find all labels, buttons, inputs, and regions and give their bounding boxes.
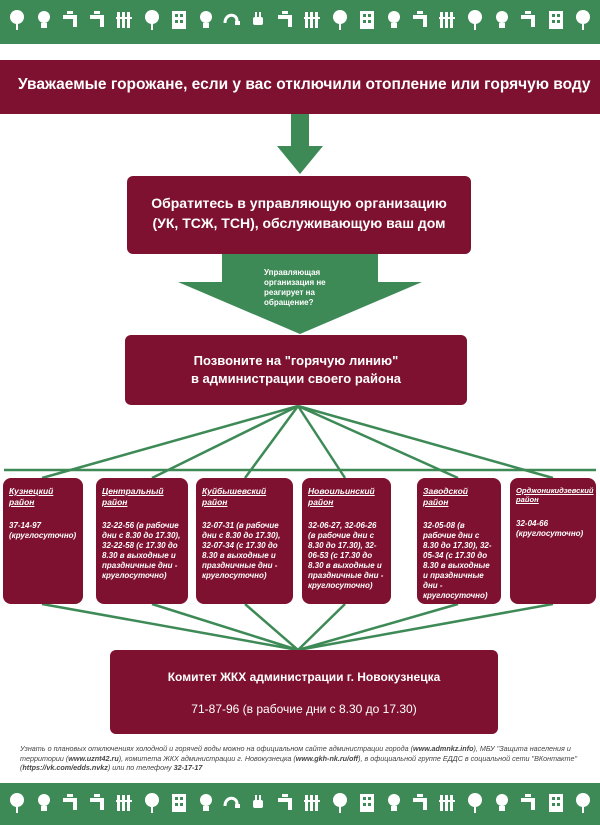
faucet-icon	[87, 8, 109, 32]
building-icon	[356, 791, 378, 815]
tree-icon	[464, 791, 486, 815]
faucet-icon	[60, 8, 82, 32]
bulb-icon	[195, 791, 217, 815]
faucet-icon	[60, 791, 82, 815]
arrow-question-text: Управляющая организация не реагирует на …	[264, 268, 326, 307]
tree-icon	[6, 791, 28, 815]
top-decor-band	[0, 0, 600, 44]
footnote: Узнать о плановых отключениях холодной и…	[20, 744, 578, 773]
tree-icon	[572, 8, 594, 32]
radiator-icon	[114, 8, 136, 32]
building-icon	[168, 8, 190, 32]
faucet-icon	[518, 8, 540, 32]
district-zavodskoy: Заводской район 32-05-08 (в рабочие дни …	[417, 478, 501, 604]
committee-title: Комитет ЖКХ администрации г. Новокузнецк…	[167, 670, 441, 684]
faucet-icon	[87, 791, 109, 815]
fan-lines	[4, 404, 596, 652]
bottom-decor-band	[0, 783, 600, 825]
plug-icon	[248, 791, 270, 815]
faucet-icon	[410, 8, 432, 32]
district-novoilinsky: Новоильинский район 32-06-27, 32-06-26 (…	[302, 478, 391, 604]
header-banner: Уважаемые горожане, если у вас отключили…	[0, 60, 600, 114]
building-icon	[545, 8, 567, 32]
tree-icon	[6, 8, 28, 32]
district-kuibyshevsky: Куйбышевский район 32-07-31 (в рабочие д…	[196, 478, 293, 604]
bulb-icon	[383, 791, 405, 815]
faucet-icon	[410, 791, 432, 815]
faucet-icon	[275, 8, 297, 32]
bulb-icon	[33, 8, 55, 32]
tree-icon	[141, 8, 163, 32]
district-ordzhonikidzevsky: Орджоникидзевский район 32-04-66 (кругло…	[510, 478, 596, 604]
arrow-down-1	[277, 114, 323, 174]
site-link-admnkz[interactable]: www.admnkz.info	[413, 744, 474, 753]
step2-box: Позвоните на "горячую линию" в администр…	[125, 335, 467, 405]
pipe-icon	[222, 8, 244, 32]
site-link-uznt42[interactable]: www.uznt42.ru	[68, 753, 119, 763]
faucet-icon	[275, 791, 297, 815]
site-link-vk[interactable]: https://vk.com/edds.nvkz	[22, 763, 108, 773]
radiator-icon	[437, 8, 459, 32]
radiator-icon	[114, 791, 136, 815]
bulb-icon	[383, 8, 405, 32]
bulb-icon	[491, 791, 513, 815]
top-icon-row	[6, 8, 594, 32]
radiator-icon	[437, 791, 459, 815]
footnote-phone: 32-17-17	[173, 763, 203, 773]
committee-phone: 71-87-96 (в рабочие дни с 8.30 до 17.30)	[191, 702, 417, 716]
district-tsentralny: Центральный район 32-22-56 (в рабочие дн…	[96, 478, 188, 604]
district-kuznetsky: Кузнецкий район 37-14-97 (круглосуточно)	[3, 478, 83, 604]
arrow-down-2	[178, 252, 422, 334]
building-icon	[545, 791, 567, 815]
site-link-gkh[interactable]: www.gkh-nk.ru/off	[295, 753, 359, 763]
building-icon	[356, 8, 378, 32]
bottom-icon-row	[6, 791, 594, 815]
building-icon	[168, 791, 190, 815]
tree-icon	[329, 791, 351, 815]
tree-icon	[329, 8, 351, 32]
bulb-icon	[491, 8, 513, 32]
step1-box: Обратитесь в управляющую организацию (УК…	[127, 176, 471, 254]
radiator-icon	[302, 8, 324, 32]
tree-icon	[464, 8, 486, 32]
header-text: Уважаемые горожане, если у вас отключили…	[18, 76, 591, 93]
bulb-icon	[195, 8, 217, 32]
tree-icon	[141, 791, 163, 815]
pipe-icon	[222, 791, 244, 815]
plug-icon	[248, 8, 270, 32]
tree-icon	[572, 791, 594, 815]
bulb-icon	[33, 791, 55, 815]
faucet-icon	[518, 791, 540, 815]
committee-box: Комитет ЖКХ администрации г. Новокузнецк…	[110, 650, 498, 734]
radiator-icon	[302, 791, 324, 815]
